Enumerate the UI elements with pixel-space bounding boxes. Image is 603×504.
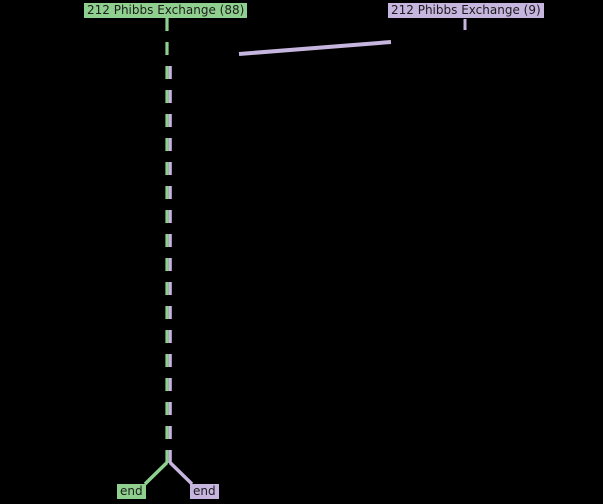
purple-diagonal-connector-line [238, 40, 392, 56]
green-route-start-label: 212 Phibbs Exchange (88) [84, 3, 248, 18]
purple-route-end-label: end [190, 484, 219, 499]
purple-end-branch-line [168, 461, 194, 486]
purple-route-start-label: 212 Phibbs Exchange (9) [388, 3, 544, 18]
green-route-end-label: end [117, 484, 146, 499]
green-end-branch-line [143, 461, 169, 486]
